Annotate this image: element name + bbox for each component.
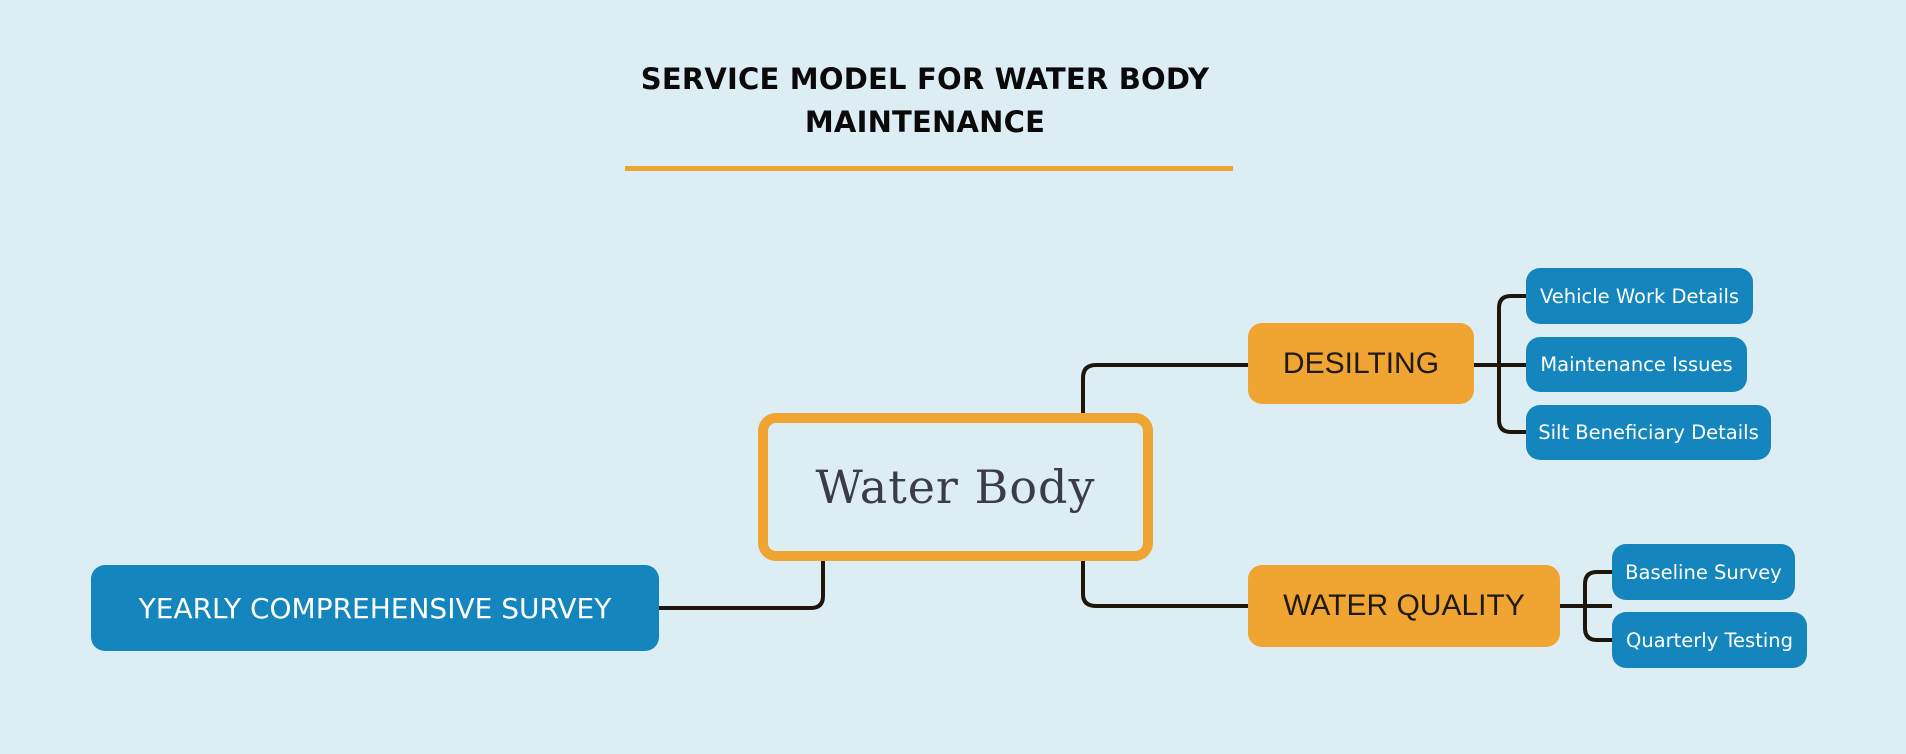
branch-node-yearly-survey[interactable]: YEARLY COMPREHENSIVE SURVEY [91, 565, 659, 651]
title-line-2: MAINTENANCE [804, 105, 1046, 139]
leaf-label: Vehicle Work Details [1539, 284, 1740, 308]
center-node-label: Water Body [815, 460, 1096, 514]
branch-label: YEARLY COMPREHENSIVE SURVEY [138, 591, 612, 625]
connector-center-desilting [1081, 363, 1248, 413]
branch-label: WATER QUALITY [1283, 589, 1525, 622]
leaf-node-baseline-survey[interactable]: Baseline Survey [1612, 544, 1795, 600]
leaf-label: Baseline Survey [1625, 560, 1782, 584]
leaf-node-maintenance-issues[interactable]: Maintenance Issues [1526, 337, 1747, 392]
leaf-label: Quarterly Testing [1625, 628, 1794, 652]
leaf-node-silt-beneficiary-details[interactable]: Silt Beneficiary Details [1526, 405, 1771, 460]
leaf-label: Silt Beneficiary Details [1538, 421, 1759, 444]
connector-center-water-quality [1081, 561, 1248, 608]
title-underline [625, 166, 1233, 171]
branch-node-water-quality[interactable]: WATER QUALITY [1248, 565, 1560, 647]
branch-label: DESILTING [1282, 346, 1440, 380]
connector-center-yearly [659, 561, 825, 610]
leaf-node-quarterly-testing[interactable]: Quarterly Testing [1612, 612, 1807, 668]
connector-water-quality-bracket [1560, 570, 1612, 642]
leaf-label: Maintenance Issues [1540, 353, 1733, 376]
leaf-node-vehicle-work-details[interactable]: Vehicle Work Details [1526, 268, 1753, 324]
branch-node-desilting[interactable]: DESILTING [1248, 323, 1474, 404]
title-line-1: SERVICE MODEL FOR WATER BODY [640, 62, 1210, 96]
center-node-water-body[interactable]: Water Body [758, 413, 1153, 561]
connector-desilting-bracket [1474, 294, 1526, 434]
diagram-title: SERVICE MODEL FOR WATER BODY MAINTENANCE [525, 58, 1325, 144]
